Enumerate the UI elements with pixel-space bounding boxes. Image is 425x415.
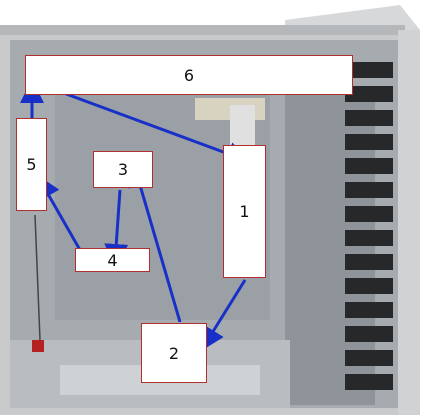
case-top-rail <box>0 25 405 35</box>
drive-bay-slot <box>345 302 393 318</box>
label-text: 2 <box>168 343 180 363</box>
label-box-6: 6 <box>25 55 353 95</box>
drive-bays <box>345 62 393 390</box>
arrow-2-to-3 <box>128 162 182 323</box>
label-box-1: 1 <box>223 145 266 278</box>
drive-bay-slot <box>345 374 393 390</box>
label-box-3: 3 <box>93 151 153 188</box>
front-bezel <box>398 30 420 415</box>
cable-bundle <box>230 105 255 150</box>
drive-bay-slot <box>345 206 393 222</box>
label-text: 6 <box>183 65 195 85</box>
arrow-6-to-1 <box>49 86 251 166</box>
label-text: 5 <box>26 155 37 174</box>
case-top-bezel <box>285 5 420 30</box>
label-box-5: 5 <box>16 118 47 211</box>
drive-bay-slot <box>345 254 393 270</box>
red-connector <box>32 340 44 352</box>
drive-bay-slot <box>345 86 393 102</box>
drive-bay-slot <box>345 110 393 126</box>
label-text: 4 <box>107 250 118 270</box>
drive-bay-slot <box>345 134 393 150</box>
label-box-4: 4 <box>75 248 150 272</box>
drive-bay-slot <box>345 326 393 342</box>
drive-bay-slot <box>345 230 393 246</box>
drive-bay-slot <box>345 158 393 174</box>
wire <box>34 214 41 341</box>
label-box-2: 2 <box>141 323 207 383</box>
drive-bay-slot <box>345 62 393 78</box>
label-text: 3 <box>117 160 129 179</box>
drive-bay-slot <box>345 350 393 366</box>
arrow-1-to-2 <box>200 279 247 352</box>
drive-bay-slot <box>345 278 393 294</box>
label-text: 1 <box>239 202 250 221</box>
drive-bay-slot <box>345 182 393 198</box>
